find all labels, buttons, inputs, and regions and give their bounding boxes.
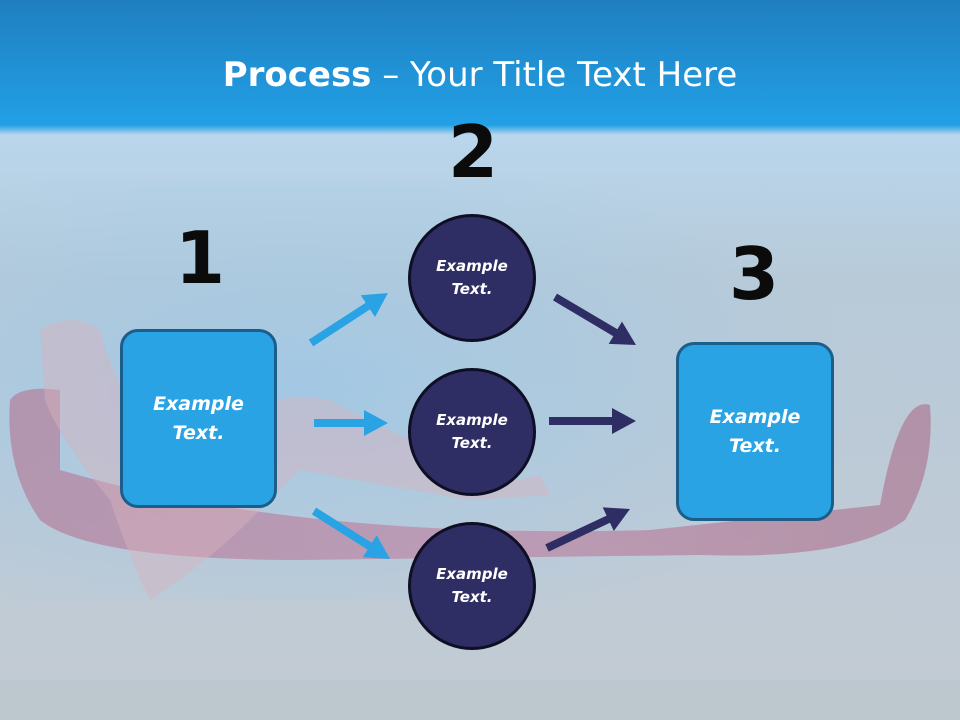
process-box-end: Example Text. [676,342,834,521]
figure-silhouette [40,320,550,600]
arrow-to-circle-3 [311,507,390,559]
process-circle-1: Example Text. [408,214,536,342]
step-number-1: 1 [174,216,226,300]
process-box-start: Example Text. [120,329,277,508]
arrow-to-circle-1 [308,293,388,347]
arrow-from-circle-1 [553,293,636,345]
step-number-2: 2 [447,110,499,194]
title-strong: Process [222,55,372,95]
process-circle-3-text: Example Text. [436,565,508,606]
arrow-from-circle-2 [549,408,636,434]
process-box-start-text: Example Text. [153,392,244,444]
process-box-end-text: Example Text. [709,405,801,457]
arrow-from-circle-3 [545,507,630,552]
title-rest: – Your Title Text Here [371,55,738,95]
arrow-to-circle-2 [314,410,388,436]
process-circle-2-text: Example Text. [436,411,508,452]
sofa-shape [9,388,931,560]
slide-title: Process – Your Title Text Here [0,52,960,98]
process-circle-3: Example Text. [408,522,536,650]
step-number-3: 3 [728,232,780,316]
process-circle-1-text: Example Text. [436,257,508,298]
process-circle-2: Example Text. [408,368,536,496]
